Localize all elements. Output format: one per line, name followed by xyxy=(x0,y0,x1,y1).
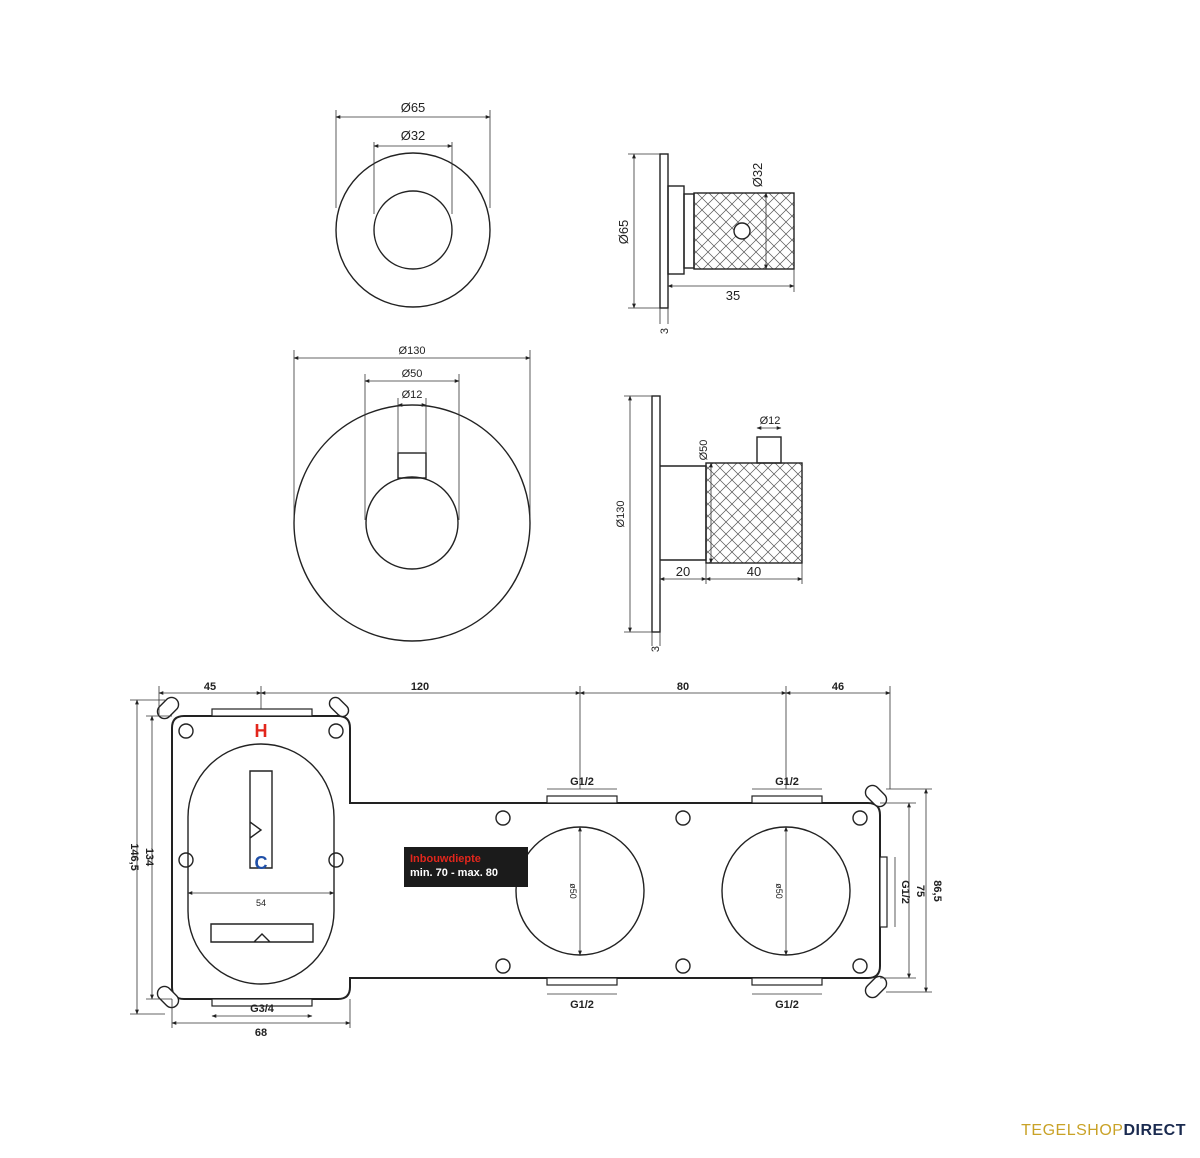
cartridge-slot-vertical xyxy=(249,770,273,869)
brand-logo[interactable]: TEGELSHOPDIRECT xyxy=(1021,1122,1186,1140)
dim-side-large-base: 20 xyxy=(676,564,690,579)
port-bottom-2: G1/2 xyxy=(775,999,799,1011)
small-rosette-side-view: Ø65 Ø32 35 3 xyxy=(616,153,795,334)
dim-80: 80 xyxy=(677,681,689,693)
valve-oval xyxy=(187,743,335,985)
dim-side-large-height: Ø130 xyxy=(615,501,627,528)
port-main: G3/4 xyxy=(250,1003,275,1015)
box-ears xyxy=(156,696,888,1009)
dim-large-knob: Ø50 xyxy=(402,368,423,380)
dim-oval-width: 54 xyxy=(256,898,266,908)
brand-part-1: TEGELSHOP xyxy=(1021,1122,1124,1139)
circle-2-dim: ø50 xyxy=(774,883,784,899)
dim-120: 120 xyxy=(411,681,429,693)
dim-68: 68 xyxy=(255,1027,267,1039)
port-top-1: G1/2 xyxy=(570,776,594,788)
dim-side-small-knob: Ø32 xyxy=(750,163,765,188)
dim-small-inner: Ø32 xyxy=(401,128,426,143)
dim-side-large-stem: Ø12 xyxy=(760,415,781,427)
dim-side-small-depth: 35 xyxy=(726,288,740,303)
port-top-2: G1/2 xyxy=(775,776,799,788)
badge-line-1: Inbouwdiepte xyxy=(410,853,481,865)
small-rosette-front-view: Ø65 Ø32 xyxy=(335,100,491,308)
brand-part-2: DIRECT xyxy=(1123,1122,1186,1139)
dim-large-stem: Ø12 xyxy=(402,389,423,401)
box-overlay: 54 H C ø50 ø50 G1/2 G1/2 G1/2 G1/2 G3/4 … xyxy=(0,680,1000,1120)
dim-146: 146,5 xyxy=(128,843,140,871)
dim-side-large-knob-len: 40 xyxy=(747,564,761,579)
bottom-port-plate xyxy=(211,998,313,1007)
installation-depth-badge: Inbouwdiepte min. 70 - max. 80 xyxy=(404,847,528,887)
dim-small-outer: Ø65 xyxy=(401,100,426,115)
dim-46: 46 xyxy=(832,681,844,693)
large-rosette-side-view: Ø130 Ø12 Ø50 20 40 3 xyxy=(615,395,803,652)
box-body-outline xyxy=(171,715,881,1000)
box-holes xyxy=(178,723,868,974)
circle-1-dim: ø50 xyxy=(568,883,578,899)
cartridge-slot-horizontal xyxy=(210,923,314,943)
dim-side-large-knob: Ø50 xyxy=(698,440,710,461)
dim-86: 86,5 xyxy=(931,880,943,901)
badge-line-2: min. 70 - max. 80 xyxy=(410,867,499,879)
dim-75: 75 xyxy=(914,885,926,897)
top-port-plate xyxy=(211,708,313,717)
hot-label: H xyxy=(255,721,268,741)
dim-side-large-plate: 3 xyxy=(650,646,662,652)
dim-side-small-height: Ø65 xyxy=(616,220,631,245)
large-rosette-front-view: Ø130 Ø50 Ø12 xyxy=(293,345,531,642)
cold-label: C xyxy=(255,853,268,873)
dim-large-outer: Ø130 xyxy=(399,345,426,357)
arm-ports xyxy=(546,795,888,986)
dim-134: 134 xyxy=(143,848,155,867)
dim-45: 45 xyxy=(204,681,216,693)
dim-side-small-plate: 3 xyxy=(659,328,671,334)
port-bottom-1: G1/2 xyxy=(570,999,594,1011)
